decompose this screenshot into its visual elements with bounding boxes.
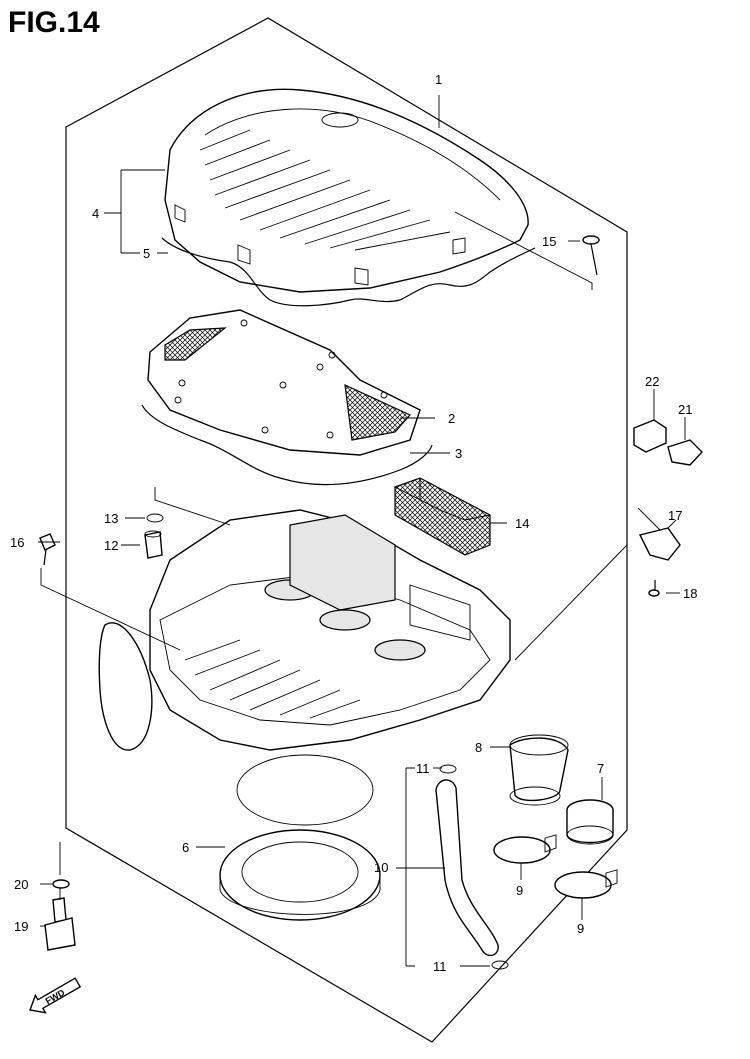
screw-15	[582, 235, 600, 276]
air-cleaner-cover	[164, 88, 529, 293]
plug-12	[144, 530, 163, 559]
assembly-boundary	[65, 17, 628, 1043]
part-label-9a: 9	[516, 883, 523, 898]
part-label-7: 7	[597, 761, 604, 776]
hose-clip-upper	[439, 764, 457, 774]
part-label-10: 10	[374, 860, 388, 875]
bolt-16	[39, 533, 56, 566]
part-label-1: 1	[435, 72, 442, 87]
part-label-18: 18	[683, 586, 697, 601]
rubber-ring	[219, 754, 381, 921]
part-label-5: 5	[143, 246, 150, 261]
clip-13	[146, 513, 164, 523]
cover-gasket	[161, 237, 536, 307]
part-label-22: 22	[645, 374, 659, 389]
part-label-12: 12	[104, 538, 118, 553]
part-number-labels: 1 2 3 4 5 6 7 8 9 9 10 11 11 12 13 14 15…	[10, 72, 697, 974]
part-label-8: 8	[475, 740, 482, 755]
washer-20	[52, 879, 70, 889]
air-filter-element	[147, 309, 421, 456]
intake-joint	[566, 799, 614, 845]
hose-clamp-lower	[554, 869, 618, 899]
foam-block	[394, 477, 491, 556]
part-label-13: 13	[104, 511, 118, 526]
part-label-11a: 11	[416, 761, 430, 776]
part-label-21: 21	[678, 402, 692, 417]
connector-22	[633, 419, 667, 453]
hose-clamp-upper	[493, 834, 557, 864]
part-label-6: 6	[182, 840, 189, 855]
breather-hose	[435, 779, 499, 957]
hose-clip-lower	[491, 960, 509, 970]
leader-lines	[38, 95, 686, 967]
screw-18	[648, 580, 660, 597]
part-label-20: 20	[14, 877, 28, 892]
part-label-3: 3	[455, 446, 462, 461]
part-label-4: 4	[92, 206, 99, 221]
part-label-9b: 9	[577, 921, 584, 936]
intake-boot	[509, 734, 569, 806]
figure-title: FIG.14	[8, 6, 100, 39]
part-label-2: 2	[448, 411, 455, 426]
air-box-lower-case	[149, 509, 511, 751]
part-label-11b: 11	[433, 959, 447, 974]
fwd-direction-arrow: FWD	[29, 977, 82, 1014]
connector-21	[667, 439, 703, 466]
part-label-19: 19	[14, 919, 28, 934]
filter-seal	[141, 404, 433, 486]
sensor-17	[638, 527, 681, 561]
part-label-15: 15	[542, 234, 556, 249]
intake-funnel	[98, 622, 153, 751]
part-label-17: 17	[668, 508, 682, 523]
part-label-16: 16	[10, 535, 24, 550]
sensor-19	[44, 897, 76, 951]
part-label-14: 14	[515, 516, 529, 531]
